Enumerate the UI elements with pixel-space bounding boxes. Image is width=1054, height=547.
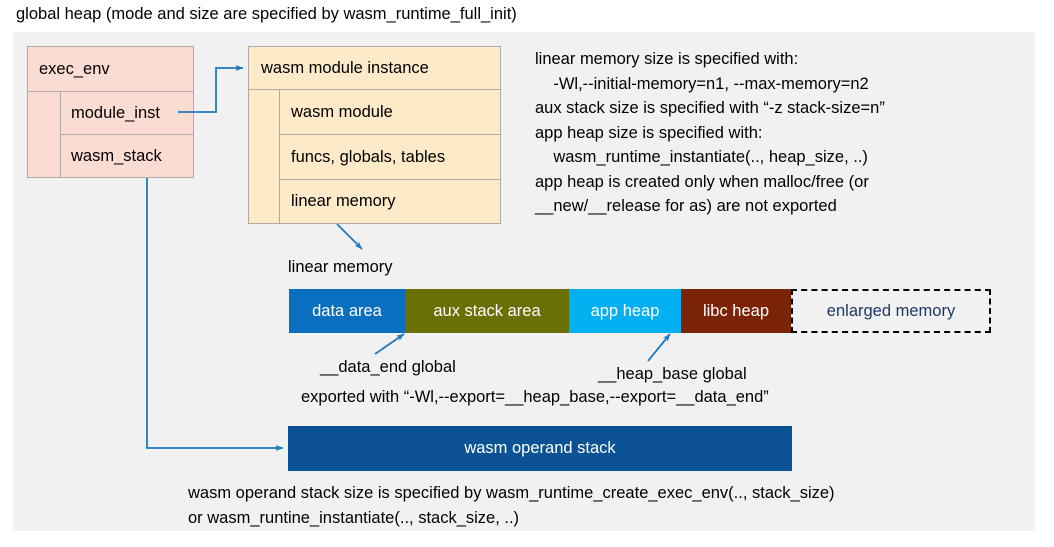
memory-segment-label: data area (312, 301, 382, 320)
exec-env-row-module-inst-label: module_inst (71, 103, 160, 122)
wasm-operand-stack-label: wasm operand stack (464, 439, 616, 457)
exec-env-row-wasm-stack: wasm_stack (61, 135, 193, 177)
wasm-module-instance-row-funcs-globals-tables-label: funcs, globals, tables (291, 147, 446, 166)
wasm-module-instance-row-wasm-module-label: wasm module (291, 102, 393, 121)
wasm-module-instance-box: wasm module instance wasm module funcs, … (248, 46, 501, 224)
memory-segment-libc-heap: libc heap (681, 289, 791, 333)
memory-segment-data-area: data area (289, 289, 405, 333)
exec-env-box: exec_env module_inst wasm_stack (27, 46, 194, 178)
operand-stack-note: wasm operand stack size is specified by … (188, 484, 835, 527)
page-title: global heap (mode and size are specified… (16, 5, 517, 23)
annotation-heap-base: __heap_base global (598, 365, 747, 383)
memory-segment-label: app heap (590, 301, 660, 320)
memory-segment-app-heap: app heap (569, 289, 681, 333)
linear-memory-bar-label: linear memory (288, 258, 393, 276)
memory-segment-enlarged-memory: enlarged memory (791, 289, 991, 333)
linear-memory-bar: data area aux stack area app heap libc heap… (289, 289, 991, 333)
wasm-operand-stack-bar: wasm operand stack (288, 426, 792, 471)
linear-memory-notes: linear memory size is specified with: -W… (535, 50, 885, 215)
wasm-module-instance-row-linear-memory: linear memory (280, 180, 500, 223)
exec-env-header-label: exec_env (39, 59, 110, 78)
exec-env-row-module-inst: module_inst (61, 92, 193, 135)
exec-env-indent-column (28, 92, 61, 177)
exec-env-row-wasm-stack-label: wasm_stack (71, 146, 162, 165)
memory-segment-label: libc heap (702, 301, 770, 320)
wasm-module-instance-row-linear-memory-label: linear memory (291, 192, 396, 210)
wasm-module-instance-header-label: wasm module instance (261, 58, 429, 77)
annotation-data-end: __data_end global (320, 358, 456, 376)
wasm-module-instance-indent-column (249, 90, 280, 223)
wasm-module-instance-row-funcs-globals-tables: funcs, globals, tables (280, 135, 500, 180)
exec-env-header: exec_env (28, 47, 193, 92)
memory-segment-label: enlarged memory (826, 301, 956, 320)
wasm-module-instance-header: wasm module instance (249, 47, 500, 90)
memory-segment-aux-stack-area: aux stack area (405, 289, 569, 333)
annotation-exported-flags: exported with “-Wl,--export=__heap_base,… (301, 388, 769, 406)
wasm-module-instance-row-wasm-module: wasm module (280, 90, 500, 135)
memory-segment-label: aux stack area (433, 301, 541, 320)
